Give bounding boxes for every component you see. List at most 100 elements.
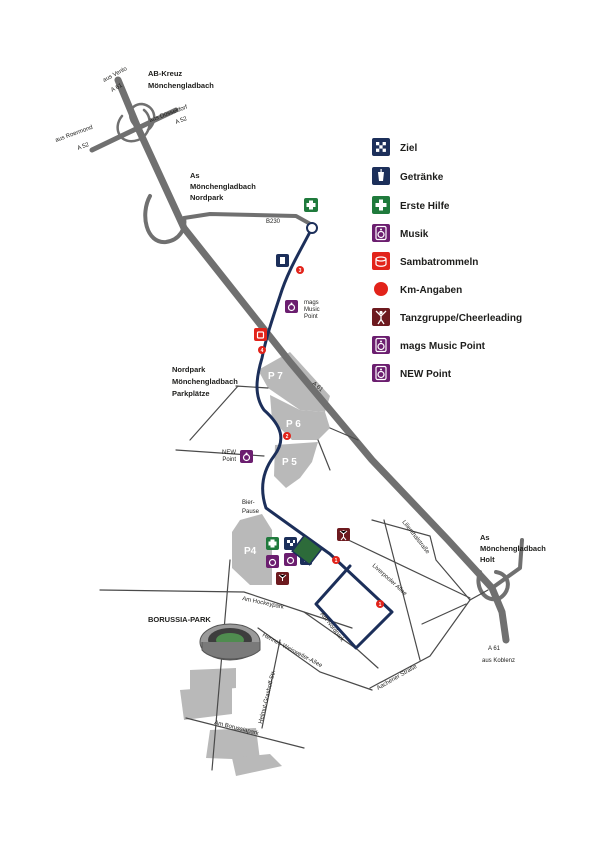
svg-text:Mönchengladbach: Mönchengladbach bbox=[190, 182, 256, 191]
svg-text:Aachener Straße: Aachener Straße bbox=[376, 664, 419, 692]
hockey-field bbox=[291, 534, 323, 566]
cheerleader-icon bbox=[375, 310, 387, 325]
road-lilienthalstrasse bbox=[371, 519, 471, 601]
nordpark-interchange bbox=[143, 194, 316, 245]
road-misc-3 bbox=[211, 519, 467, 771]
legend-item-musik: Musik bbox=[372, 224, 429, 242]
road-helmut-grashoff bbox=[261, 639, 281, 729]
km-marker-4: 4 bbox=[258, 346, 266, 354]
svg-text:1: 1 bbox=[335, 558, 338, 564]
km-markers: 3 4 2 1 1 bbox=[258, 266, 384, 608]
first-aid-cross-icon bbox=[375, 199, 387, 211]
parking-area-sw2 bbox=[180, 686, 232, 720]
km-marker-1b: 1 bbox=[376, 600, 384, 608]
svg-text:Liverpooler Allee: Liverpooler Allee bbox=[371, 563, 408, 598]
speaker-icon bbox=[375, 365, 387, 381]
cup-icon bbox=[378, 169, 384, 181]
svg-text:NEW: NEW bbox=[222, 450, 236, 456]
svg-text:Erste Hilfe: Erste Hilfe bbox=[400, 201, 450, 212]
svg-text:Music: Music bbox=[304, 307, 320, 313]
svg-text:Mönchengladbach: Mönchengladbach bbox=[480, 544, 546, 553]
parking-area-p4 bbox=[232, 514, 272, 585]
road-aachener-strasse bbox=[369, 589, 489, 689]
svg-text:Hennes-Weisweiler-Allee: Hennes-Weisweiler-Allee bbox=[261, 632, 323, 669]
parking-area-p7 bbox=[258, 352, 330, 412]
svg-text:Nordpark: Nordpark bbox=[172, 365, 206, 374]
legend-item-km: Km-Angaben bbox=[374, 282, 462, 296]
svg-text:Am Nordpark: Am Nordpark bbox=[318, 612, 345, 644]
speaker-icon bbox=[375, 337, 387, 353]
legend-item-mags: mags Music Point bbox=[372, 336, 486, 354]
parking-areas bbox=[180, 352, 330, 776]
svg-text:4: 4 bbox=[261, 348, 264, 354]
cheerleader-icon bbox=[276, 572, 289, 585]
svg-text:NEW Point: NEW Point bbox=[400, 369, 452, 380]
svg-text:As: As bbox=[190, 171, 200, 180]
a61-motorway bbox=[114, 76, 510, 644]
route-start-ring bbox=[306, 222, 318, 234]
svg-text:Tanzgruppe/Cheerleading: Tanzgruppe/Cheerleading bbox=[400, 313, 522, 324]
svg-text:Getränke: Getränke bbox=[400, 172, 444, 183]
svg-text:2: 2 bbox=[286, 434, 289, 440]
svg-text:A 52: A 52 bbox=[175, 116, 189, 126]
road-am-borussiapark bbox=[185, 717, 305, 749]
svg-text:Point: Point bbox=[304, 314, 318, 320]
parking-area-p5 bbox=[274, 442, 318, 488]
svg-text:mags: mags bbox=[304, 300, 319, 306]
ab-kreuz-loops bbox=[116, 102, 156, 143]
legend-item-ziel: Ziel bbox=[372, 138, 417, 156]
drum-icon bbox=[254, 328, 267, 341]
svg-text:Ziel: Ziel bbox=[400, 143, 417, 154]
svg-text:A 61: A 61 bbox=[488, 646, 501, 652]
legend-item-new: NEW Point bbox=[372, 364, 452, 382]
parking-area-sw4 bbox=[232, 754, 282, 776]
svg-text:aus Koblenz: aus Koblenz bbox=[482, 658, 515, 664]
svg-text:Mönchengladbach: Mönchengladbach bbox=[172, 377, 238, 386]
holt-interchange bbox=[476, 538, 524, 602]
local-roads bbox=[99, 385, 489, 771]
speaker-icon bbox=[266, 555, 279, 568]
svg-text:B230: B230 bbox=[266, 219, 281, 225]
cup-icon bbox=[276, 254, 289, 267]
svg-text:P 7: P 7 bbox=[268, 371, 283, 382]
km-marker-2: 2 bbox=[283, 432, 291, 440]
svg-text:BORUSSIA-PARK: BORUSSIA-PARK bbox=[148, 615, 211, 624]
checkered-flag-icon bbox=[376, 142, 386, 152]
map-icons: mags Music Point NEW Point bbox=[222, 198, 350, 585]
svg-text:Lilienthalstraße: Lilienthalstraße bbox=[400, 520, 430, 556]
speaker-icon bbox=[240, 450, 253, 463]
svg-text:Musik: Musik bbox=[400, 229, 429, 240]
checkered-flag-icon bbox=[284, 537, 297, 550]
svg-text:P 5: P 5 bbox=[282, 457, 297, 468]
parking-area-sw1 bbox=[190, 668, 236, 692]
svg-text:As: As bbox=[480, 533, 490, 542]
run-route bbox=[255, 226, 394, 650]
motorways bbox=[89, 76, 524, 644]
svg-text:Bier-: Bier- bbox=[242, 500, 255, 506]
svg-text:Point: Point bbox=[222, 457, 236, 463]
cheerleader-icon bbox=[337, 528, 350, 541]
svg-text:P4: P4 bbox=[244, 546, 257, 557]
svg-text:Holt: Holt bbox=[480, 555, 495, 564]
svg-text:Sambatrommeln: Sambatrommeln bbox=[400, 257, 478, 268]
legend-item-samba: Sambatrommeln bbox=[372, 252, 478, 270]
svg-text:A 61: A 61 bbox=[110, 83, 124, 94]
first-aid-icon bbox=[304, 198, 318, 212]
svg-text:Nordpark: Nordpark bbox=[190, 193, 224, 202]
svg-text:A 52: A 52 bbox=[77, 142, 91, 152]
km-marker-1a: 1 bbox=[332, 556, 340, 564]
speaker-icon bbox=[375, 225, 387, 241]
stadium-icon bbox=[199, 623, 261, 661]
svg-text:AB-Kreuz: AB-Kreuz bbox=[148, 69, 182, 78]
drum-icon bbox=[375, 256, 387, 267]
parking-area-p6 bbox=[270, 395, 330, 440]
speaker-icon bbox=[285, 300, 298, 313]
road-misc-2 bbox=[317, 427, 359, 471]
svg-text:P 6: P 6 bbox=[286, 419, 301, 430]
km-marker-3: 3 bbox=[296, 266, 304, 274]
svg-text:Km-Angaben: Km-Angaben bbox=[400, 285, 462, 296]
svg-text:Helmut-Grashoff-Str.: Helmut-Grashoff-Str. bbox=[258, 669, 277, 724]
parking-area-sw3 bbox=[206, 728, 260, 760]
svg-text:Parkplätze: Parkplätze bbox=[172, 389, 210, 398]
